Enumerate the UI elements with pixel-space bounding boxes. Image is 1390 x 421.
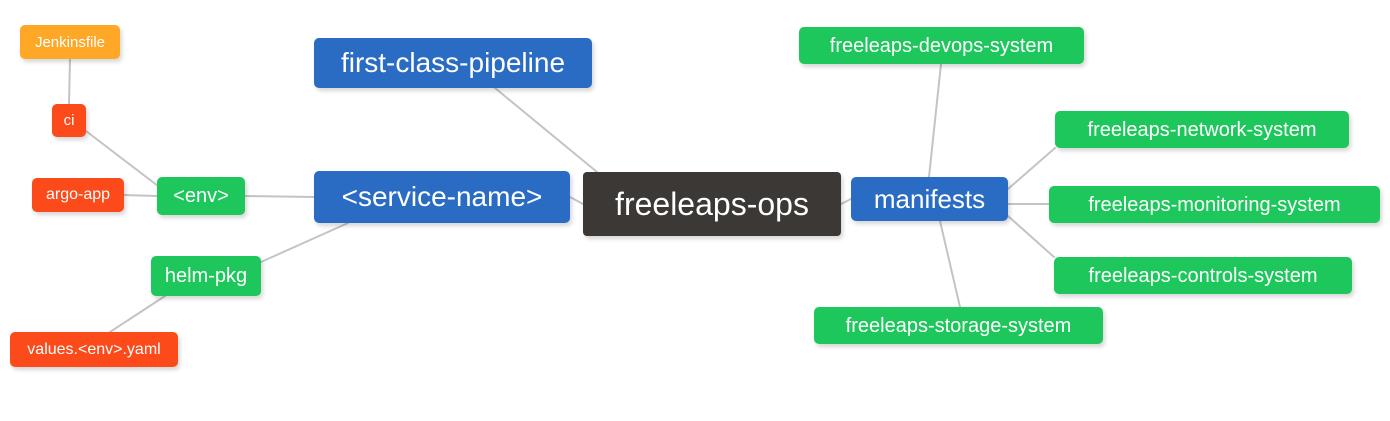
mindmap-node-devops-system[interactable]: freeleaps-devops-system xyxy=(799,27,1084,64)
mindmap-node-monitoring-system[interactable]: freeleaps-monitoring-system xyxy=(1049,186,1380,223)
edge-manifests-to-controls-system xyxy=(1007,215,1055,258)
mindmap-node-jenkinsfile[interactable]: Jenkinsfile xyxy=(20,25,120,59)
edge-freeleaps-ops-to-manifests xyxy=(840,198,852,205)
edge-freeleaps-ops-to-service-name xyxy=(569,196,584,205)
edge-env-to-argo-app xyxy=(123,194,158,197)
mindmap-node-service-name[interactable]: <service-name> xyxy=(314,171,570,223)
edge-service-name-to-env xyxy=(244,195,315,198)
edge-manifests-to-network-system xyxy=(1007,147,1056,190)
edge-service-name-to-helm-pkg xyxy=(260,222,349,263)
mindmap-node-helm-pkg[interactable]: helm-pkg xyxy=(151,256,261,296)
mindmap-node-argo-app[interactable]: argo-app xyxy=(32,178,124,212)
mindmap-node-storage-system[interactable]: freeleaps-storage-system xyxy=(814,307,1103,344)
mindmap-node-first-class[interactable]: first-class-pipeline xyxy=(314,38,592,88)
mindmap-node-manifests[interactable]: manifests xyxy=(851,177,1008,221)
mindmap-node-values-yaml[interactable]: values.<env>.yaml xyxy=(10,332,178,367)
mindmap-node-freeleaps-ops[interactable]: freeleaps-ops xyxy=(583,172,841,236)
mindmap-node-ci[interactable]: ci xyxy=(52,104,86,137)
edge-ci-to-jenkinsfile xyxy=(68,58,71,105)
mindmap-node-network-system[interactable]: freeleaps-network-system xyxy=(1055,111,1349,148)
mindmap-node-env[interactable]: <env> xyxy=(157,177,245,215)
edge-manifests-to-devops-system xyxy=(928,63,942,178)
edge-manifests-to-storage-system xyxy=(939,220,961,308)
mindmap-node-controls-system[interactable]: freeleaps-controls-system xyxy=(1054,257,1352,294)
edge-freeleaps-ops-to-first-class xyxy=(494,87,598,173)
edge-helm-pkg-to-values-yaml xyxy=(109,295,166,333)
